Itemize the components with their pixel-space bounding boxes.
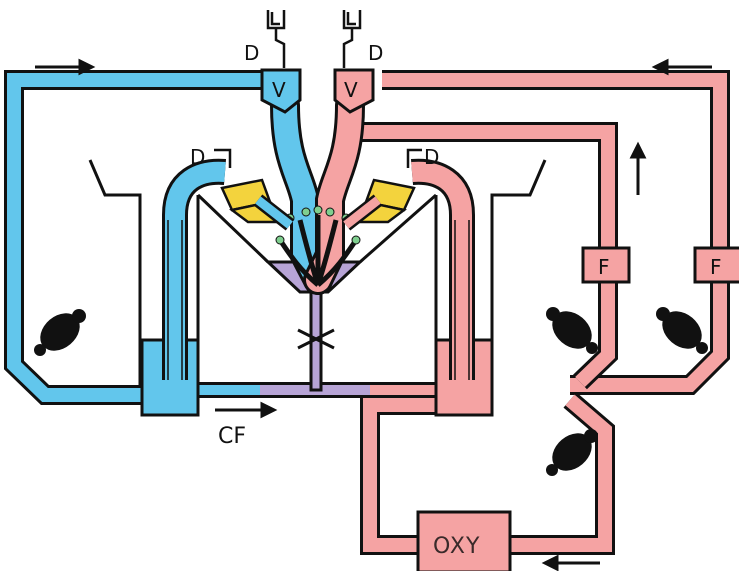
arrow-right-icon xyxy=(215,401,278,419)
pump-icon xyxy=(546,429,598,476)
filter-inner xyxy=(581,246,631,284)
arrow-right-icon xyxy=(35,58,96,76)
drain-connector-icon xyxy=(266,10,362,68)
arrow-up-icon xyxy=(629,141,647,195)
drain-top-left: D xyxy=(244,41,259,65)
vent-left-label: V xyxy=(272,78,286,102)
oxygenator-label: OXY xyxy=(433,534,480,559)
funnel-fan xyxy=(277,215,359,287)
filter-outer xyxy=(693,246,739,284)
collecting-flow-label: CF xyxy=(218,424,246,449)
pump-icon xyxy=(656,307,708,354)
pump-icon xyxy=(34,309,86,356)
side-drain-connectors xyxy=(214,148,422,168)
vent-left xyxy=(260,68,302,114)
cross-icon xyxy=(297,328,335,350)
filter-outer-label: F xyxy=(710,255,722,279)
pump-icon xyxy=(546,307,598,354)
drain-top-right: D xyxy=(368,41,383,65)
oxygenator xyxy=(416,510,512,571)
filter-inner-label: F xyxy=(598,255,610,279)
arrow-left-icon xyxy=(651,58,712,76)
vent-right xyxy=(333,68,375,114)
arrow-left-icon xyxy=(541,554,600,571)
drain-side-left: D xyxy=(190,145,205,169)
drain-side-right: D xyxy=(424,145,439,169)
vent-right-label: V xyxy=(344,78,358,102)
